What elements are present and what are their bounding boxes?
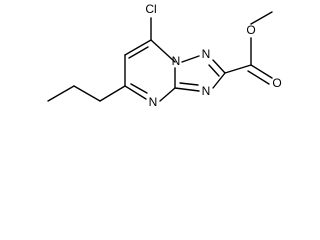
atom-nitrogen-pyrimidine: N [149, 95, 158, 109]
bond-ccarbonyl-o-double-b [247, 70, 270, 85]
atom-nitrogen-triazole-bottom: N [202, 84, 211, 98]
bond-c7-n1 [150, 39, 176, 63]
bond-c2-ccarbonyl [224, 64, 252, 74]
bond-c5-propyl1 [99, 85, 126, 102]
chemical-structure: Cl N N N N O O [47, 2, 282, 109]
bond-n2-c2 [212, 59, 226, 74]
bond-c5-n4-double [130, 83, 148, 94]
bond-n3-c3a-double [179, 82, 199, 86]
bond-n1-n2 [181, 55, 200, 63]
bond-c7-c6 [124, 39, 152, 56]
bond-omethoxy-ch3 [250, 11, 273, 25]
atom-chlorine: Cl [145, 2, 156, 16]
atom-labels: Cl N N N N O O [145, 2, 281, 109]
bond-ccarbonyl-o-double-a [250, 64, 273, 79]
bond-n4-c3a [159, 87, 176, 102]
atom-nitrogen-bridgehead: N [172, 54, 181, 68]
bond-c7-c6-double [128, 46, 149, 59]
atom-nitrogen-triazole-top: N [202, 47, 211, 61]
bond-n2-c2-double [208, 64, 220, 77]
bond-c2-n3 [212, 72, 226, 89]
bonds [47, 11, 273, 102]
bond-n3-c3a [174, 87, 200, 92]
bond-c5-n4 [124, 85, 147, 100]
bond-propyl2-propyl3 [47, 85, 75, 102]
atom-oxygen-methoxy: O [246, 23, 255, 37]
bond-propyl1-propyl2 [73, 85, 101, 102]
atom-oxygen-carbonyl: O [272, 76, 281, 90]
